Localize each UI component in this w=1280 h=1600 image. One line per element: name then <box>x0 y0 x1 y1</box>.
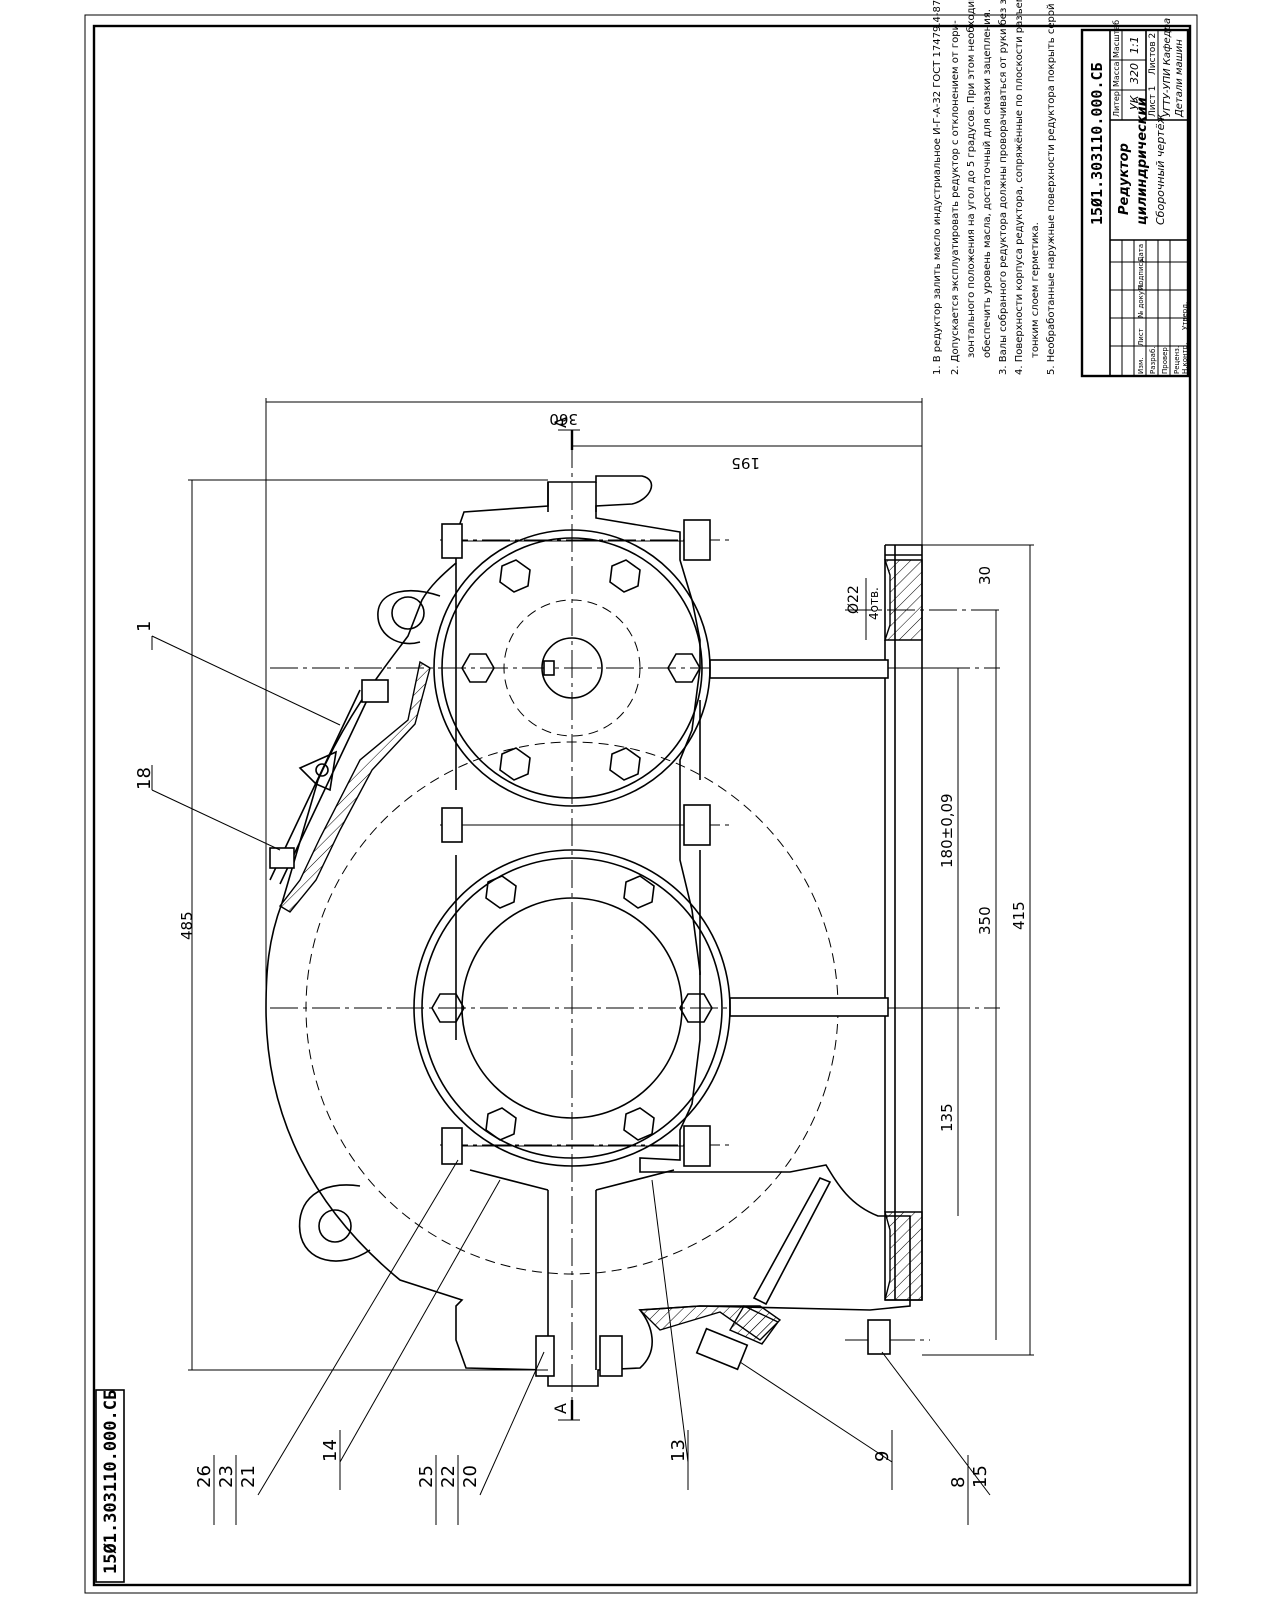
value-scale: 1:1 <box>1128 36 1141 54</box>
callout-21: 21 <box>238 1465 259 1488</box>
section-mark-bottom: A <box>551 1403 570 1414</box>
inspection-cover <box>269 660 431 913</box>
note-line-5: 3. Валы собранного редуктора должны пров… <box>998 0 1009 375</box>
row-razrab: Разраб. <box>1149 346 1157 374</box>
org-line-2: Детали машин <box>1174 39 1185 118</box>
corner-designation: 15Ø1.303110.000.СБ <box>101 1390 121 1574</box>
value-mass: 320 <box>1128 63 1141 84</box>
oil-gauge <box>695 1176 832 1371</box>
callout-18: 18 <box>134 767 155 790</box>
revision-grid: Изм. Лист № докум. Подпись Дата Разраб. … <box>1110 240 1189 376</box>
lower-bearing-cover <box>413 849 731 1167</box>
title-block: 15Ø1.303110.000.СБ Изм. Лист № докум. По… <box>1080 18 1190 378</box>
note-line-3: зонтального положения на угол до 5 граду… <box>966 0 977 358</box>
lifting-lugs <box>298 590 441 1262</box>
note-line-2: 2. Допускается эксплуатировать редуктор … <box>950 20 961 375</box>
outer-border <box>84 14 1198 1594</box>
section-marks: A A <box>551 417 580 1421</box>
callout-15: 15 <box>970 1465 991 1488</box>
note-line-6: 4. Поверхности корпуса редуктора, сопряж… <box>1014 0 1025 375</box>
lower-stud <box>729 997 889 1017</box>
sheet-number: Лист 1 <box>1148 86 1158 117</box>
dim-height: 485 <box>178 911 196 940</box>
callout-14: 14 <box>320 1439 341 1462</box>
head-mass: Масса <box>1112 61 1121 87</box>
dim-half-length: 195 <box>731 454 760 472</box>
callout-9: 9 <box>872 1451 893 1462</box>
upper-bearing-cover <box>433 529 711 807</box>
inner-frame <box>92 24 1192 1587</box>
dim-base-width: 415 <box>1010 901 1028 930</box>
dimensions: 360 195 485 415 350 180±0,09 135 30 Ø22 … <box>178 398 1034 1371</box>
technical-notes: 1. В редуктор залить масло индустриально… <box>932 0 1057 375</box>
row-date: Дата <box>1137 244 1145 262</box>
dim-hole-diameter: Ø22 <box>846 585 862 614</box>
housing-outline <box>265 475 911 1387</box>
dim-hole-count: 4отв. <box>867 587 881 620</box>
row-sign: Подпись <box>1137 259 1145 291</box>
callout-26: 26 <box>194 1465 215 1488</box>
upper-stud <box>709 659 889 679</box>
corner-designation-box: 15Ø1.303110.000.СБ <box>95 1389 125 1583</box>
callout-13: 13 <box>668 1439 689 1462</box>
row-nkontr: Н.контр. <box>1181 343 1189 374</box>
callout-20: 20 <box>460 1465 481 1488</box>
title-line-2: цилиндрический <box>1135 97 1150 225</box>
note-line-7: тонким слоем герметика. <box>1030 222 1041 358</box>
head-scale: Масштаб <box>1112 20 1121 58</box>
dim-center-distance: 180±0,09 <box>938 793 956 868</box>
section-mark-top: A <box>551 417 570 428</box>
callout-25: 25 <box>416 1465 437 1488</box>
reducer-drawing: 360 195 485 415 350 180±0,09 135 30 Ø22 … <box>134 398 1034 1525</box>
row-izm: Изм. <box>1137 358 1145 374</box>
base-flange-section <box>884 559 923 641</box>
value-lit: УК <box>1128 94 1141 110</box>
title-line-1: Редуктор <box>1117 143 1132 215</box>
title-block-designation: 15Ø1.303110.000.СБ <box>1088 62 1106 225</box>
note-line-4: обеспечить уровень масла, достаточный дл… <box>982 9 993 358</box>
callout-22: 22 <box>438 1465 459 1488</box>
callout-8: 8 <box>948 1477 969 1488</box>
callout-1: 1 <box>134 621 155 632</box>
dim-bolt-span: 350 <box>976 906 994 935</box>
dim-overall-length: 360 <box>549 410 578 428</box>
note-line-1: 1. В редуктор залить масло индустриально… <box>932 0 943 375</box>
drain-section <box>638 1305 782 1341</box>
row-doc: № докум. <box>1137 283 1145 318</box>
head-lit: Литер <box>1112 91 1121 117</box>
org-line-1: УГТУ-УПИ Кафедра <box>1162 18 1173 117</box>
title-line-3: Сборочный чертёж <box>1154 114 1167 225</box>
note-line-8: 5. Необработанные наружные поверхности р… <box>1046 0 1057 375</box>
dim-lower-offset: 135 <box>938 1103 956 1132</box>
flange-bolts <box>441 519 891 1377</box>
row-prover: Провер. <box>1161 345 1169 374</box>
dim-flange-offset: 30 <box>976 566 994 585</box>
row-recenz: Реценз. <box>1173 346 1181 374</box>
row-utverd: Утверд. <box>1181 302 1189 330</box>
row-list: Лист <box>1137 328 1145 346</box>
base-plate <box>884 544 923 1301</box>
part-callouts: 1 18 26 23 21 14 25 22 20 13 9 <box>134 621 991 1525</box>
callout-23: 23 <box>216 1465 237 1488</box>
sheets-total: Листов 2 <box>1148 33 1158 75</box>
